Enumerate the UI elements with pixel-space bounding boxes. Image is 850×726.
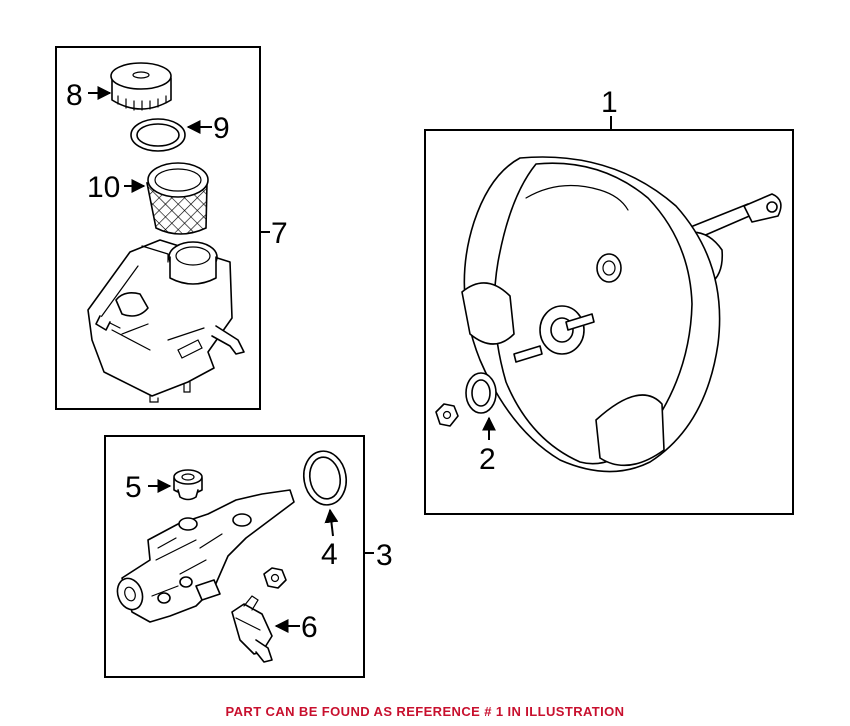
brake-booster-box — [424, 129, 794, 515]
master-cylinder — [116, 489, 295, 623]
callout-2: 2 — [479, 443, 496, 476]
booster-mount-nut — [435, 403, 459, 427]
reservoir-grommet — [173, 469, 203, 501]
callout-6: 6 — [301, 611, 318, 644]
callout-4-leader — [324, 508, 339, 537]
callout-8: 8 — [66, 79, 83, 112]
callout-5: 5 — [125, 471, 142, 504]
callout-9: 9 — [213, 112, 230, 145]
reservoir-group-box — [55, 46, 261, 410]
callout-4: 4 — [321, 538, 338, 571]
master-cylinder-nut — [263, 567, 287, 589]
callout-3: 3 — [376, 539, 393, 572]
reservoir-strainer — [146, 162, 209, 235]
reservoir-cap — [110, 62, 172, 111]
footer-note: PART CAN BE FOUND AS REFERENCE # 1 IN IL… — [225, 704, 625, 719]
master-cylinder-box — [104, 435, 365, 678]
master-cylinder-seal — [302, 450, 348, 506]
brake-booster — [461, 156, 721, 473]
reservoir-gasket — [130, 118, 186, 152]
callout-7: 7 — [271, 217, 288, 250]
callout-1: 1 — [601, 86, 618, 119]
callout-10: 10 — [87, 171, 120, 204]
fluid-reservoir — [87, 239, 245, 403]
booster-gasket — [465, 372, 497, 414]
brake-fluid-sensor — [231, 595, 273, 663]
